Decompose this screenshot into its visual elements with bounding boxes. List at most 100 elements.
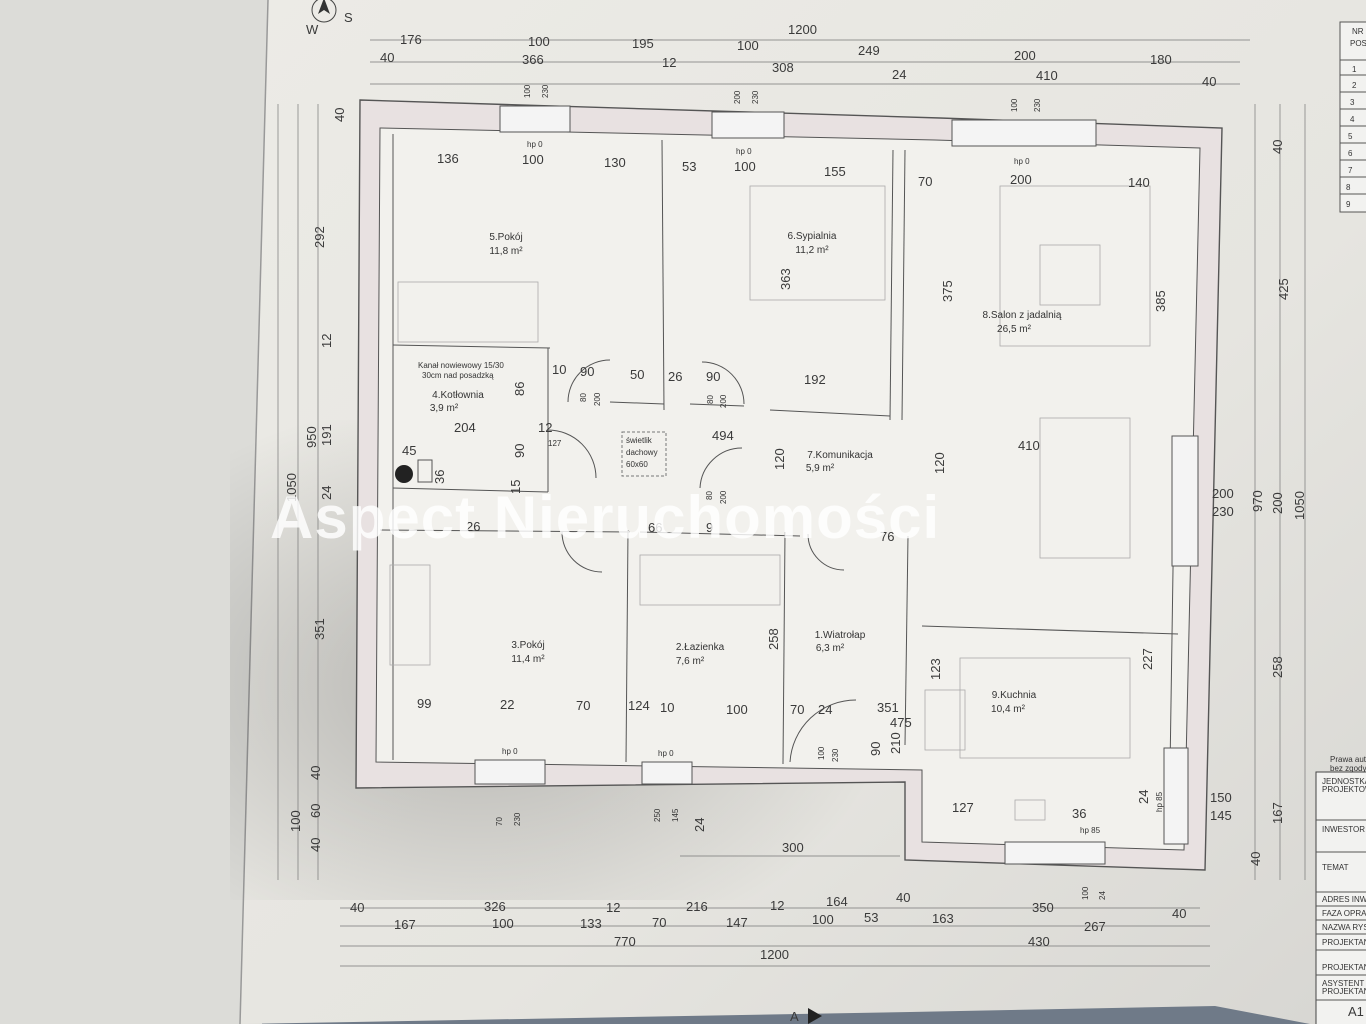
room-area: 11,2 m² <box>795 245 829 256</box>
compass-icon <box>311 0 337 23</box>
dimension-label: 70 <box>652 915 666 930</box>
dimension-label: 200 <box>719 490 728 504</box>
dimension-label: 1050 <box>284 473 299 502</box>
dimension-label: 86 <box>512 382 527 396</box>
dimension-label: 50 <box>630 367 644 382</box>
dimension-label: 351 <box>312 618 327 640</box>
dimension-label: TEMAT <box>1322 863 1349 872</box>
windows <box>474 105 1199 865</box>
dimensions-bottom: 40 326 12 216 12 164 40 350 40 167 100 1… <box>350 840 1186 962</box>
hp-label: hp 0 <box>527 140 543 149</box>
dimension-label: NR <box>1352 27 1364 36</box>
hp-label: hp 0 <box>658 749 674 758</box>
room-area: 11,8 m² <box>489 246 523 257</box>
dimension-label: 70 <box>790 702 804 717</box>
dimension-label: 40 <box>1270 140 1285 154</box>
dimension-label: 70 <box>576 698 590 713</box>
dimension-label: 227 <box>1140 648 1155 670</box>
dimension-label: 100 <box>523 84 532 98</box>
kanal-note: 30cm nad posadzką <box>422 371 494 380</box>
dimension-label: 22 <box>500 697 514 712</box>
dimension-label: 10 <box>552 362 566 377</box>
dimension-label: 100 <box>812 912 834 927</box>
dimension-label: 100 <box>288 810 303 832</box>
dimension-label: 430 <box>1028 934 1050 949</box>
dimension-label: INWESTOR <box>1322 825 1365 834</box>
dimension-label: 230 <box>1033 98 1042 112</box>
legend-table <box>1339 21 1366 213</box>
dimension-label: 123 <box>928 658 943 680</box>
dimension-label: 366 <box>522 52 544 67</box>
dimension-label: 99 <box>417 696 431 711</box>
dimension-label: 2 <box>1352 81 1357 90</box>
dimension-label: 10 <box>660 700 674 715</box>
dimension-label: 1 <box>1352 65 1357 74</box>
dimension-label: 100 <box>528 34 550 49</box>
dimension-label: 100 <box>1081 886 1090 900</box>
watermark: Aspect Nieruchomości <box>270 484 940 551</box>
dimensions-top: 1200 176 100 195 100 249 200 180 40 366 … <box>380 22 1216 89</box>
room-labels: 5.Pokój 11,8 m² 6.Sypialnia 11,2 m² 8.Sa… <box>430 231 1062 715</box>
dimension-label: 26 <box>668 369 682 384</box>
room-name: 3.Pokój <box>511 640 544 651</box>
dimension-label: 494 <box>712 428 734 443</box>
dimension-label: 12 <box>538 420 552 435</box>
dimension-label: 150 <box>1210 790 1232 805</box>
room-name: 5.Pokój <box>489 232 522 243</box>
dimension-label: 40 <box>350 900 364 915</box>
dimension-label: 24 <box>1136 790 1151 804</box>
dimension-label: 1050 <box>1292 491 1307 520</box>
dimension-label: 90 <box>580 364 594 379</box>
dimension-label: 100 <box>726 702 748 717</box>
dimension-label: 145 <box>671 808 680 822</box>
skylight-note: dachowy <box>626 448 658 457</box>
room-name: 4.Kotłownia <box>432 390 484 401</box>
dimension-label: 133 <box>580 916 602 931</box>
dimension-label: 26 <box>466 519 480 534</box>
hp-label: hp 85 <box>1155 791 1164 812</box>
dimension-label: 6 <box>1348 149 1353 158</box>
dimension-label: 24 <box>319 486 334 500</box>
dimension-label: 53 <box>682 159 696 174</box>
dimension-label: 100 <box>1010 98 1019 112</box>
dimension-label: Prawa auto <box>1330 755 1366 764</box>
dimension-label: 230 <box>751 90 760 104</box>
dimension-label: 258 <box>766 628 781 650</box>
dimension-label: 350 <box>1032 900 1054 915</box>
dimension-label: 204 <box>454 420 476 435</box>
compass-w: W <box>306 22 319 37</box>
hp-label: hp 0 <box>502 747 518 756</box>
dimension-label: 230 <box>1212 504 1234 519</box>
dimension-label: 8 <box>1346 183 1351 192</box>
dimension-label: A1 <box>1348 1004 1364 1019</box>
dimension-label: 12 <box>319 334 334 348</box>
dimension-label: 127 <box>548 439 562 448</box>
dimension-label: 155 <box>824 164 846 179</box>
dimension-label: POS <box>1350 39 1366 48</box>
dimension-label: 425 <box>1276 278 1291 300</box>
dimension-label: FAZA OPRACO <box>1322 909 1366 918</box>
title-block <box>1315 771 1366 1024</box>
dimension-label: 53 <box>864 910 878 925</box>
dimension-label: PROJEKTANT <box>1322 938 1366 947</box>
dimension-label: 5 <box>1348 132 1353 141</box>
dimension-label: 210 <box>888 732 903 754</box>
dimensions-interior: 136 100 130 53 100 155 70 200 140 363 37… <box>402 84 1168 900</box>
dimension-label: 230 <box>541 84 550 98</box>
dimension-label: 249 <box>858 43 880 58</box>
dimension-label: 200 <box>1270 492 1285 514</box>
dimension-label: 191 <box>319 424 334 446</box>
dimension-label: 40 <box>1248 852 1263 866</box>
furniture <box>389 185 1151 821</box>
dimension-label: 163 <box>932 911 954 926</box>
dimension-label: 12 <box>606 900 620 915</box>
dimension-label: 100 <box>522 152 544 167</box>
dimension-label: 40 <box>308 838 323 852</box>
dimension-label: 90 <box>706 369 720 384</box>
room-name: 1.Wiatrołap <box>815 630 866 641</box>
dimension-label: 120 <box>932 452 947 474</box>
dimension-label: bez zgody <box>1330 764 1366 773</box>
room-name: 8.Salon z jadalnią <box>983 310 1062 321</box>
dimension-label: 375 <box>940 280 955 302</box>
